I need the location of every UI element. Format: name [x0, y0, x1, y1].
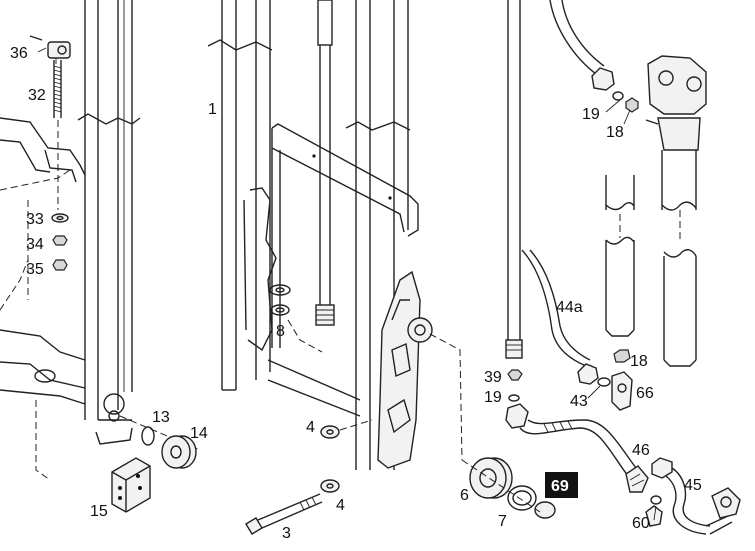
leader-36 [37, 47, 47, 53]
label-19-mid: 19 [484, 389, 502, 406]
parts-13-14-roller [119, 415, 201, 469]
part-4-washers [320, 419, 373, 493]
label-3: 3 [282, 525, 291, 542]
label-7: 7 [498, 513, 507, 530]
part-69-highlight-box [545, 472, 578, 498]
label-36: 36 [10, 45, 28, 62]
pipe-44a [521, 249, 591, 367]
label-14: 14 [190, 425, 208, 442]
label-19-top: 19 [582, 106, 600, 123]
fittings-39-19-43-66-18 [507, 349, 633, 411]
hose-46 [505, 403, 649, 493]
label-39: 39 [484, 369, 502, 386]
leader-18 [623, 109, 631, 125]
lift-cylinder-rod [315, 0, 335, 326]
label-18-top: 18 [606, 124, 624, 141]
left-frame [0, 117, 86, 481]
label-45: 45 [684, 477, 702, 494]
label-1: 1 [208, 101, 217, 118]
side-plate [377, 270, 463, 469]
part-36-clevis [29, 35, 71, 64]
label-6: 6 [460, 487, 469, 504]
label-4-lower: 4 [336, 497, 345, 514]
label-43: 43 [570, 393, 588, 410]
leader-19 [605, 99, 621, 113]
leader-60 [653, 505, 657, 521]
parts-33-35-fasteners [51, 213, 69, 271]
top-pipe-and-fitting [549, 0, 639, 113]
pipe-45-and-fitting-60 [645, 457, 741, 535]
label-60: 60 [632, 515, 650, 532]
left-mast-channel [77, 0, 141, 445]
label-8: 8 [276, 323, 285, 340]
label-44a: 44a [556, 299, 583, 316]
hydraulic-cylinder [645, 55, 707, 367]
label-32: 32 [28, 87, 46, 104]
label-46: 46 [632, 442, 650, 459]
parts-6-7-69-seals [461, 457, 578, 519]
vertical-hydraulic-pipe [505, 0, 523, 359]
part-3-bolt [245, 493, 323, 535]
label-66: 66 [636, 385, 654, 402]
label-18-mid: 18 [630, 353, 648, 370]
label-4-upper: 4 [306, 419, 315, 436]
label-35: 35 [26, 261, 44, 278]
label-69: 69 [551, 478, 569, 495]
leader-43 [587, 385, 601, 399]
label-33: 33 [26, 211, 44, 228]
part-32-threaded-rod [53, 60, 62, 210]
label-13: 13 [152, 409, 170, 426]
label-15: 15 [90, 503, 108, 520]
part-15-block [111, 457, 151, 513]
label-34: 34 [26, 236, 44, 253]
cylinder-tube-left [605, 175, 635, 337]
part-8-washers [269, 284, 323, 353]
